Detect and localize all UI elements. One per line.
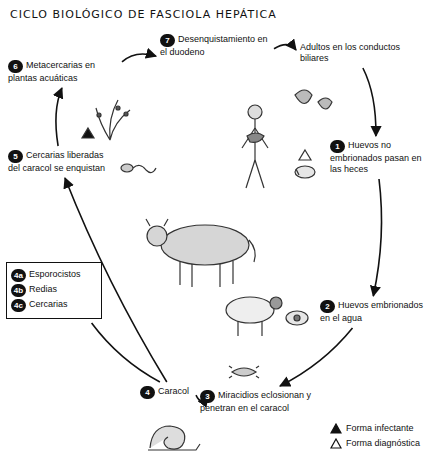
stage-row: 4cCercarias <box>11 299 97 312</box>
stage-caption: Huevos embrionados en el agua <box>320 300 423 323</box>
stage-label: Esporocistos <box>29 269 81 279</box>
stage-caption: Desenquistamiento en el duodeno <box>160 34 268 57</box>
legend-row: Forma infectante <box>330 422 420 434</box>
cycle-arrow <box>274 45 296 50</box>
cycle-arrow <box>363 68 376 136</box>
cycle-arrow <box>373 179 381 296</box>
stage-row: 4bRedias <box>11 284 97 297</box>
callout-number: 1 <box>330 140 345 153</box>
stage-caption: Caracol <box>158 386 189 396</box>
stage-caption: Miracidios eclosionan y penetran en el c… <box>200 390 311 413</box>
legend-symbol <box>330 423 342 434</box>
stage-row: 4aEsporocistos <box>11 269 97 282</box>
cycle-arrow <box>56 88 62 146</box>
callout-number: 3 <box>200 390 215 403</box>
stage-node: 6Metacercarias en plantas acuáticas <box>8 60 118 84</box>
stage-node: 5Cercarias liberadas del caracol se enqu… <box>8 150 106 174</box>
inset-box: 4aEsporocistos4bRedias4cCercarias <box>6 262 102 319</box>
stage-node: 1Huevos no embrionados pasan en las hece… <box>330 140 430 175</box>
callout-number: 4 <box>140 386 155 399</box>
stage-label: Redias <box>29 284 57 294</box>
callout-number: 6 <box>8 60 23 73</box>
stage-label: Cercarias <box>29 299 68 309</box>
stage-node: 2Huevos embrionados en el agua <box>320 300 425 324</box>
diagram-title: CICLO BIOLÓGICO DE FASCIOLA HEPÁTICA <box>10 8 277 21</box>
legend-row: Forma diagnóstica <box>330 437 420 449</box>
callout-number: 4a <box>11 269 26 282</box>
legend-text: Forma diagnóstica <box>346 438 420 448</box>
callout-number: 2 <box>320 300 335 313</box>
stage-node: 3Miracidios eclosionan y penetran en el … <box>200 390 320 414</box>
cycle-arrow <box>122 54 156 62</box>
stage-node: 4Caracol <box>140 386 204 399</box>
callout-number: 5 <box>8 150 23 163</box>
cycle-arrow <box>280 328 353 386</box>
stage-node: 7Desenquistamiento en el duodeno <box>160 34 270 58</box>
callout-number: 7 <box>160 34 175 47</box>
callout-number: 4b <box>11 284 26 297</box>
legend-text: Forma infectante <box>346 423 414 433</box>
stage-node: Adultos en los conductos biliares <box>300 42 420 64</box>
stage-caption: Adultos en los conductos biliares <box>300 42 400 63</box>
callout-number: 4c <box>11 299 26 312</box>
legend-symbol <box>330 438 342 449</box>
legend: Forma infectanteForma diagnóstica <box>330 422 420 452</box>
